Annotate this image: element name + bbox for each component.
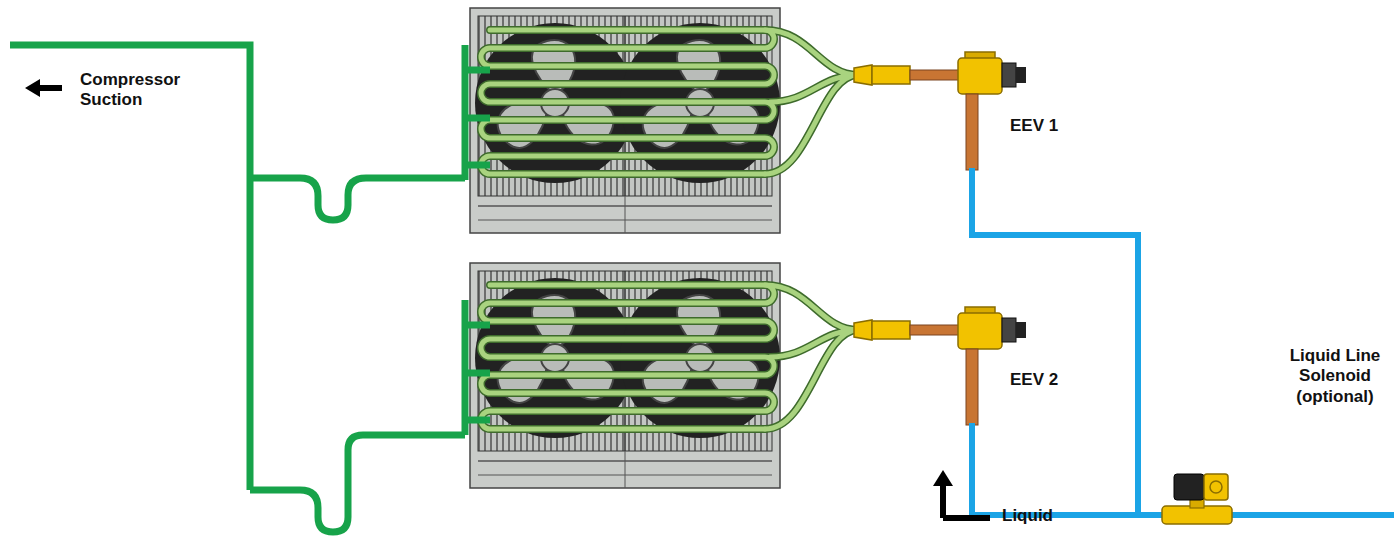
suction-line — [10, 45, 465, 532]
flow-arrow — [25, 79, 62, 97]
liquid-line — [972, 168, 1394, 515]
pipe-label: Liquid — [1002, 506, 1082, 526]
flow-arrow — [943, 485, 990, 518]
evaporator — [465, 263, 1026, 488]
pipe-label: Liquid Line Solenoid (optional) — [1282, 346, 1388, 407]
evaporator — [465, 8, 1026, 233]
pipe-label: EEV 1 — [1010, 116, 1080, 136]
pipe-label: EEV 2 — [1010, 370, 1080, 390]
flow-arrow — [933, 470, 953, 486]
pipe-label: Compressor Suction — [80, 70, 200, 111]
solenoid-valve — [1162, 474, 1232, 524]
